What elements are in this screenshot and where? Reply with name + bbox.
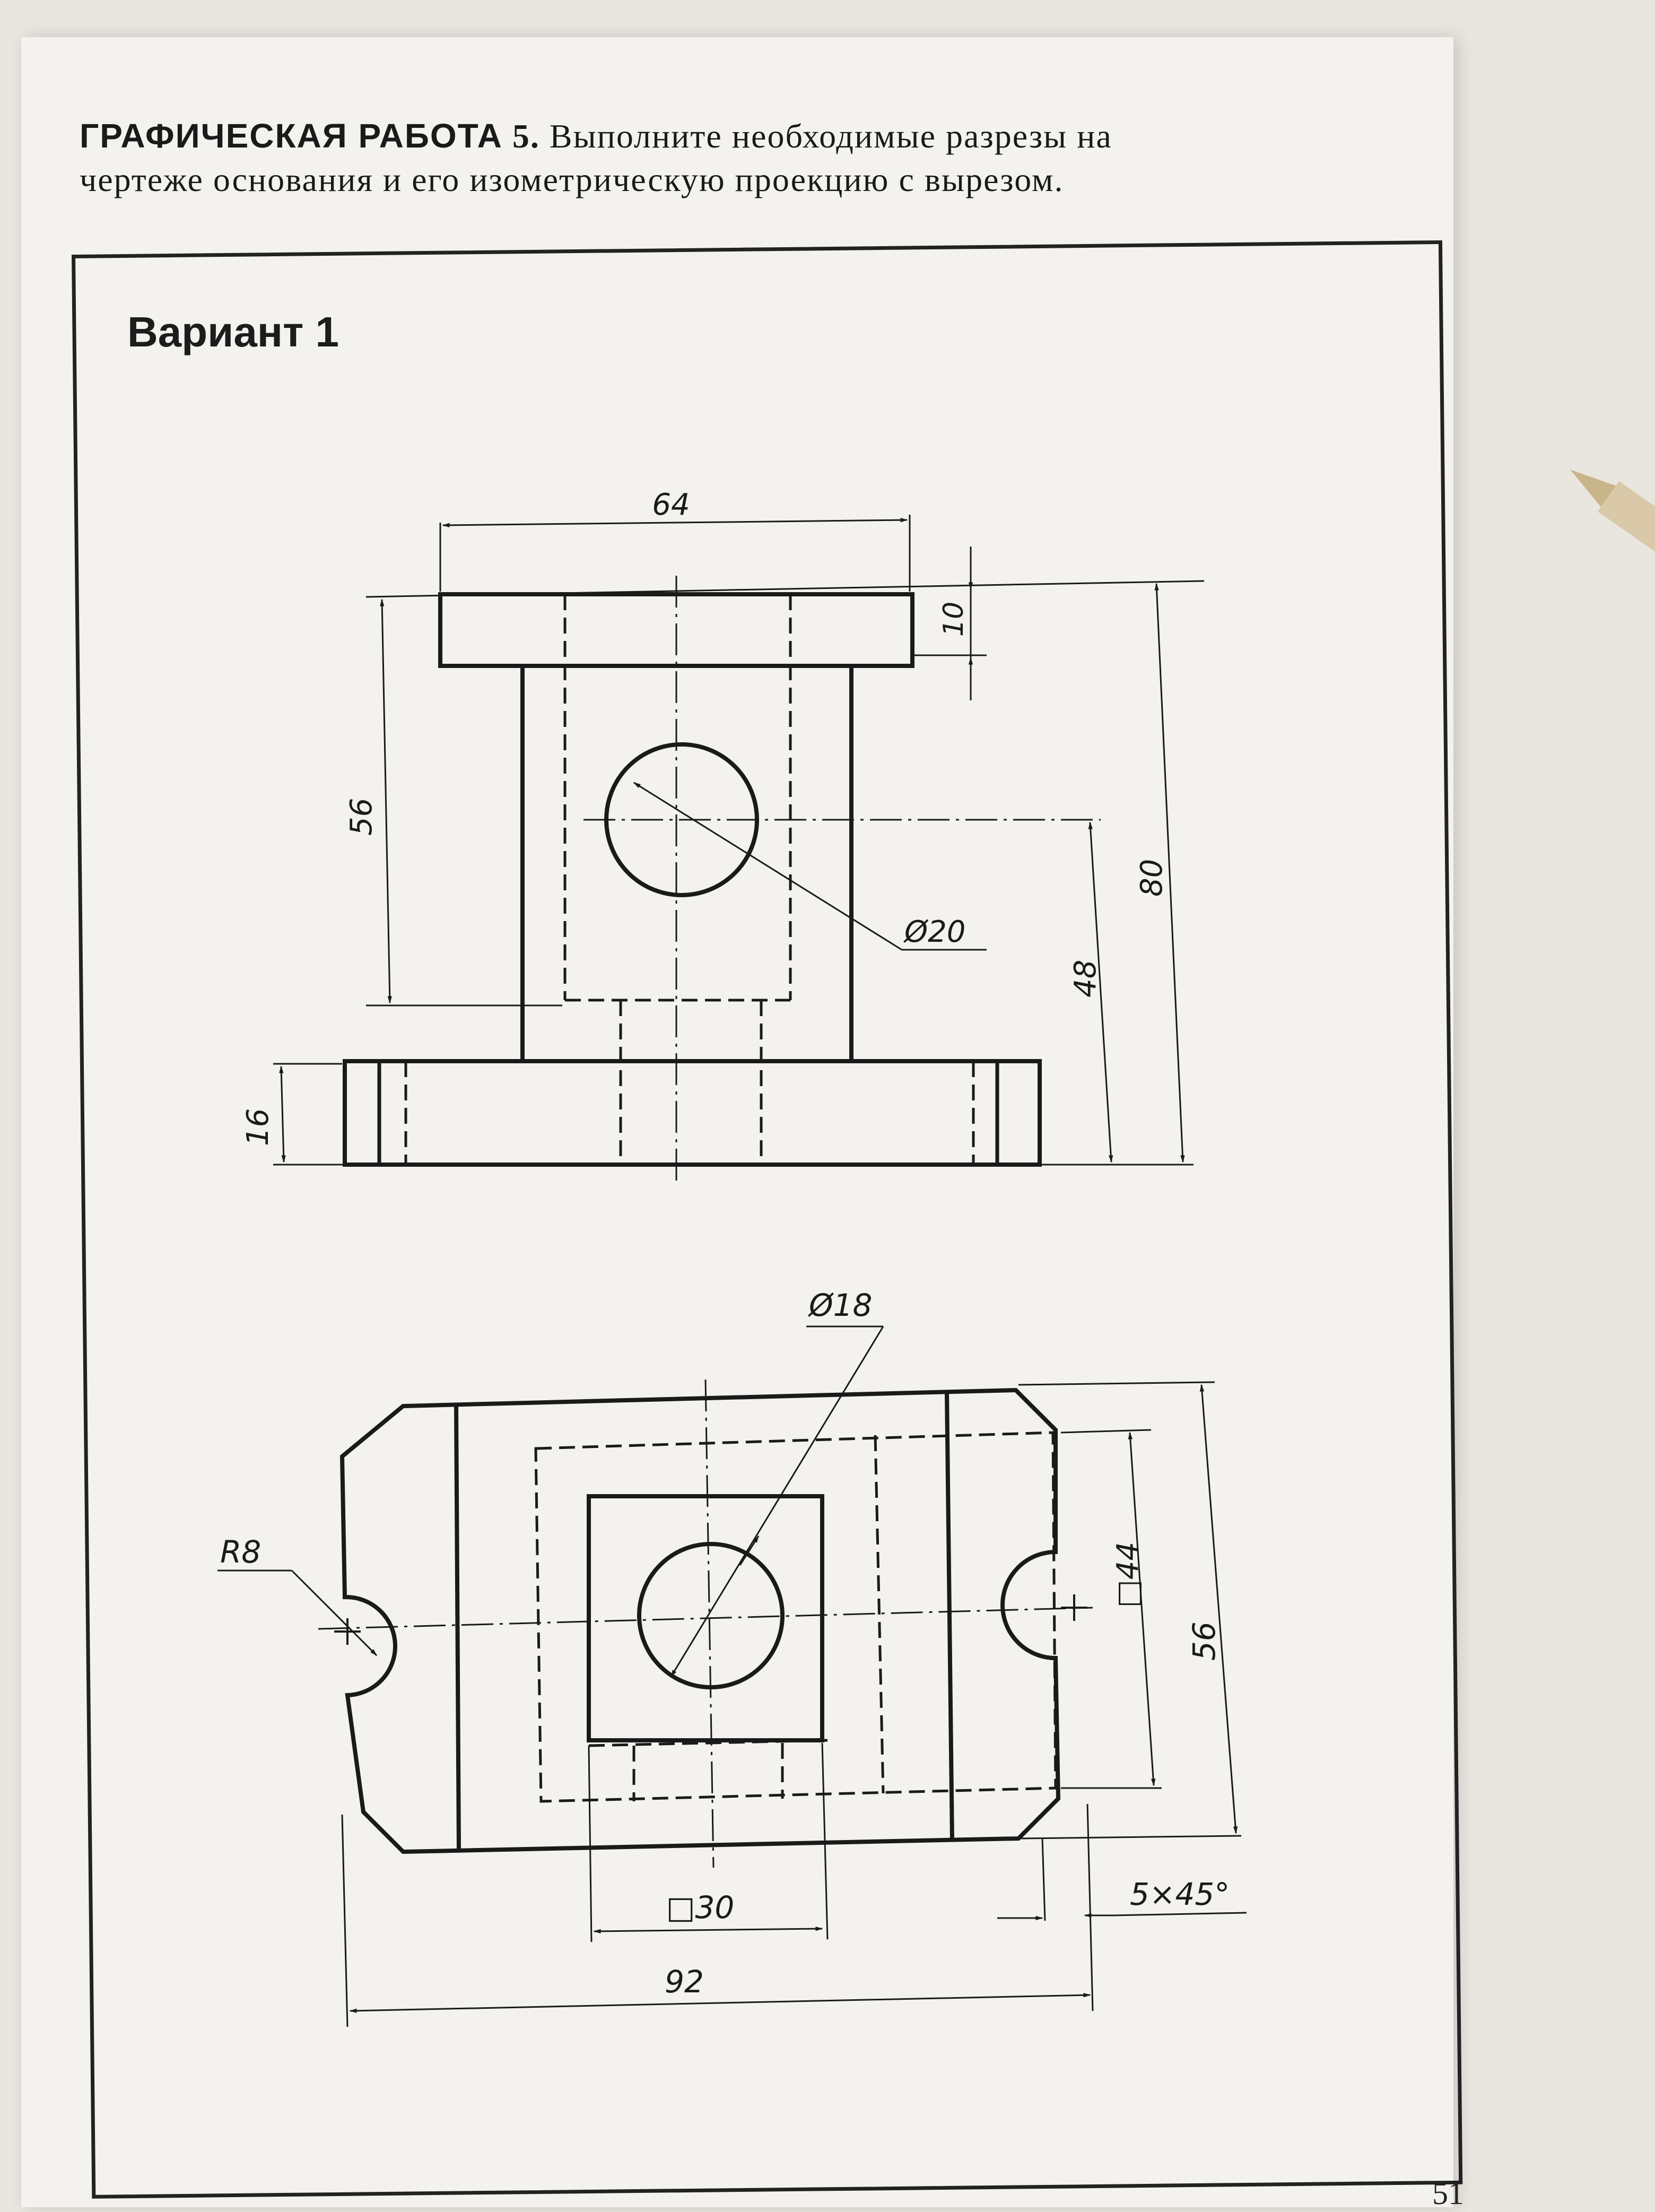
task-text-line2: чертеже основания и его изометрическую п… (80, 161, 1064, 198)
dim-56-height: 56 (344, 798, 379, 836)
dim-56-depth: 56 (1186, 1621, 1222, 1661)
front-view (273, 515, 1205, 1183)
dim-80: 80 (1135, 859, 1169, 897)
dim-d20: Ø20 (903, 915, 965, 949)
dim-r8: R8 (220, 1534, 261, 1570)
variant-title: Вариант 1 (127, 308, 339, 355)
square-30 (587, 1494, 824, 1742)
dim-sq44: □44 (1111, 1542, 1145, 1608)
dim-d18: Ø18 (808, 1287, 872, 1323)
dim-chamfer: 5×45° (1130, 1876, 1230, 1912)
page-number: 51 (1432, 2176, 1464, 2211)
top-view-outline (339, 1387, 1061, 1854)
dim-sq30: □30 (666, 1889, 735, 1925)
dim-10: 10 (938, 602, 970, 637)
dim-16: 16 (241, 1108, 275, 1146)
dim-64: 64 (652, 488, 690, 522)
bore-circle (637, 1542, 785, 1689)
task-heading: ГРАФИЧЕСКАЯ РАБОТА 5. Выполните необходи… (80, 114, 1326, 202)
base (343, 1059, 1042, 1167)
top-view (217, 1325, 1247, 2027)
task-number: 5. (512, 117, 540, 155)
task-label: ГРАФИЧЕСКАЯ РАБОТА (80, 117, 503, 155)
task-text-line1: Выполните необходимые разрезы на (549, 117, 1112, 155)
dim-92: 92 (665, 1964, 704, 2000)
dim-48: 48 (1068, 960, 1103, 997)
